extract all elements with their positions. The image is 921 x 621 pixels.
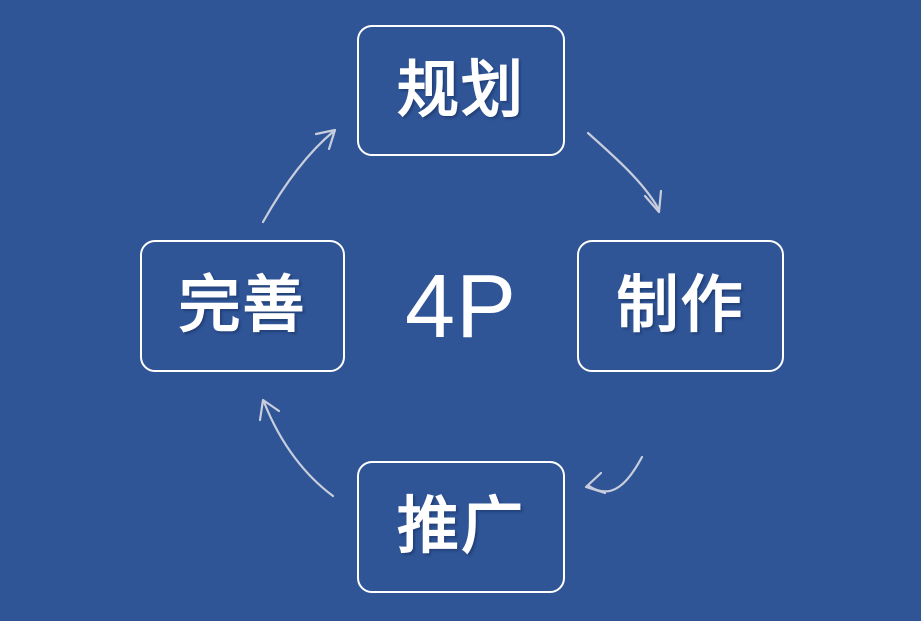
arrow-right-to-bottom: [584, 455, 644, 495]
arrow-bottom-to-left: [258, 398, 335, 498]
node-label-planning: 规划: [396, 55, 525, 125]
center-title: 4P: [404, 257, 518, 357]
node-box-production[interactable]: 制作: [577, 240, 784, 372]
node-label-promotion: 推广: [396, 492, 525, 561]
node-label-production: 制作: [616, 271, 745, 340]
arrow-left-to-top: [261, 128, 337, 224]
node-box-promotion[interactable]: 推广: [357, 461, 565, 593]
node-box-planning[interactable]: 规划: [357, 25, 565, 156]
arrow-top-to-right: [586, 131, 663, 214]
node-label-refinement: 完善: [178, 271, 307, 340]
node-box-refinement[interactable]: 完善: [140, 240, 345, 372]
